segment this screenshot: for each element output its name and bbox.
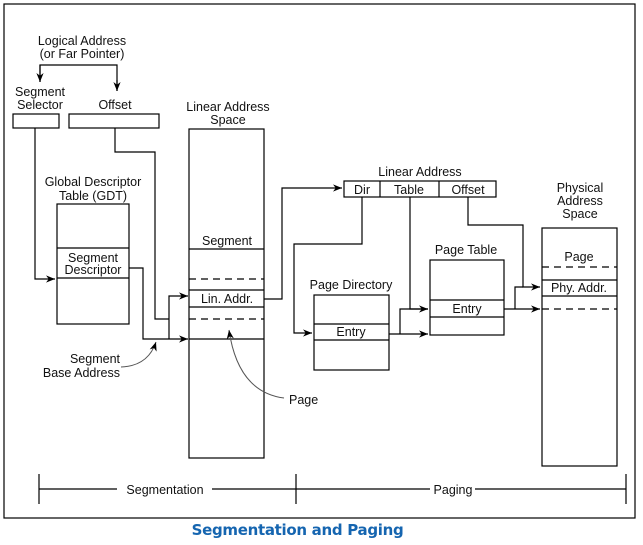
gdt-label-1: Global Descriptor bbox=[45, 175, 142, 189]
segment-selector-label-1: Segment bbox=[15, 85, 66, 99]
lin-addr-label: Lin. Addr. bbox=[201, 292, 253, 306]
paging-stage-label: Paging bbox=[434, 483, 473, 497]
linear-address-label: Linear Address bbox=[378, 165, 461, 179]
page-pointer bbox=[226, 329, 285, 399]
segment-base-label-1: Segment bbox=[70, 352, 121, 366]
segment-descriptor-label-1: Segment bbox=[68, 251, 119, 265]
field-offset: Offset bbox=[451, 183, 485, 197]
physical-space-label-1: Physical bbox=[557, 181, 604, 195]
linear-address-space bbox=[188, 128, 265, 459]
segment-selector-label-2: Selector bbox=[17, 98, 63, 112]
table-to-page-table-arrow bbox=[409, 197, 428, 313]
segment-base-label-2: Base Address bbox=[43, 366, 120, 380]
segment-region-label: Segment bbox=[202, 234, 253, 248]
page-table-label: Page Table bbox=[435, 243, 497, 257]
selector-to-gdt-arrow bbox=[34, 128, 55, 283]
segment-descriptor-label-2: Descriptor bbox=[65, 263, 122, 277]
logical-address-label: Logical Address bbox=[38, 34, 126, 48]
physical-space-label-2: Address bbox=[557, 194, 603, 208]
page-directory-entry: Entry bbox=[336, 325, 366, 339]
far-pointer-label: (or Far Pointer) bbox=[40, 47, 125, 61]
diagram-frame bbox=[3, 3, 636, 519]
dir-to-page-directory-arrow bbox=[293, 197, 363, 337]
segment-selector-box bbox=[12, 113, 60, 129]
offset-box bbox=[68, 113, 160, 129]
linear-space-label-2: Space bbox=[210, 113, 245, 127]
physical-space-label-3: Space bbox=[562, 207, 597, 221]
offset-label: Offset bbox=[98, 98, 132, 112]
page-region-label: Page bbox=[564, 250, 593, 264]
page-directory-table bbox=[313, 294, 390, 371]
segment-base-pointer bbox=[120, 341, 157, 368]
adder-to-lin-addr-arrow bbox=[168, 292, 188, 339]
page-table bbox=[429, 259, 505, 336]
phy-addr-label: Phy. Addr. bbox=[551, 281, 607, 295]
offset-to-phy-addr-arrow bbox=[467, 197, 540, 291]
gdt-table bbox=[56, 203, 130, 325]
gdt-label-2: Table (GDT) bbox=[59, 189, 127, 203]
field-table: Table bbox=[394, 183, 424, 197]
figure-caption: Segmentation and Paging bbox=[191, 521, 404, 539]
segmentation-stage-label: Segmentation bbox=[126, 483, 203, 497]
linear-address-box bbox=[343, 180, 497, 198]
page-directory-label: Page Directory bbox=[310, 278, 393, 292]
offset-connector bbox=[114, 128, 169, 320]
lin-addr-to-linear-address-arrow bbox=[264, 184, 342, 300]
physical-address-space bbox=[541, 227, 618, 467]
segment-base-arrow bbox=[129, 267, 188, 343]
linear-space-label-1: Linear Address bbox=[186, 100, 269, 114]
page-annotation-label: Page bbox=[289, 393, 318, 407]
field-dir: Dir bbox=[354, 183, 370, 197]
page-table-entry: Entry bbox=[452, 302, 482, 316]
